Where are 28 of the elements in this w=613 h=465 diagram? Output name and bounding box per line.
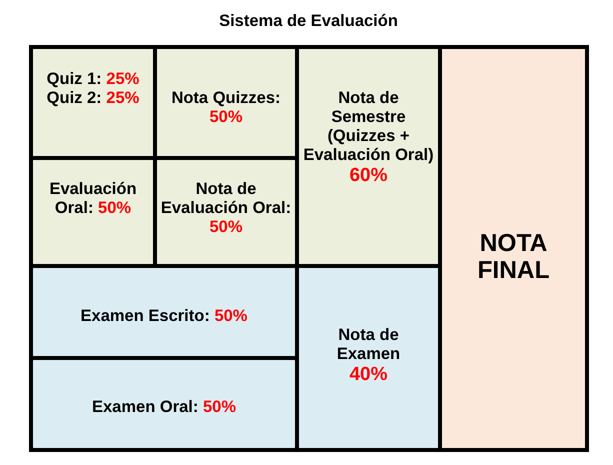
grade-cell — [157, 49, 295, 156]
percentage-text: 25% — [106, 89, 140, 107]
diagram-title: Sistema de Evaluación — [219, 11, 398, 31]
grade-cell — [299, 268, 438, 448]
grade-label: Nota de Evaluación Oral: — [160, 180, 292, 217]
grade-label: Examen Oral: — [92, 398, 198, 416]
final-grade-cell — [442, 49, 585, 448]
percentage-text: 50% — [214, 307, 248, 325]
grade-cell — [33, 268, 295, 356]
percentage-text: 60% — [349, 165, 388, 186]
percentage-text: 50% — [202, 398, 236, 416]
grade-label: Evaluación Oral: 50% — [49, 180, 137, 218]
grade-label: Quiz 2: — [46, 89, 102, 107]
grade-cell — [33, 360, 295, 448]
final-grade-label: NOTA FINAL — [477, 230, 550, 284]
grade-label: Nota Quizzes: — [171, 89, 281, 107]
percentage-text: 50% — [209, 108, 243, 126]
grade-cell — [33, 160, 153, 264]
grade-cell — [299, 49, 438, 264]
grade-cell — [157, 160, 295, 264]
percentage-text: 50% — [209, 218, 243, 236]
percentage-text: 25% — [106, 70, 140, 88]
grade-label: Nota de Examen — [336, 326, 400, 363]
grade-label: Nota de Semestre (Quizzes + Evaluación Oral) — [303, 89, 434, 164]
percentage-text: 40% — [349, 364, 388, 385]
grade-label: Quiz 1: — [46, 70, 102, 88]
grade-label: Examen Escrito: — [80, 307, 210, 325]
grade-cell — [33, 49, 153, 156]
